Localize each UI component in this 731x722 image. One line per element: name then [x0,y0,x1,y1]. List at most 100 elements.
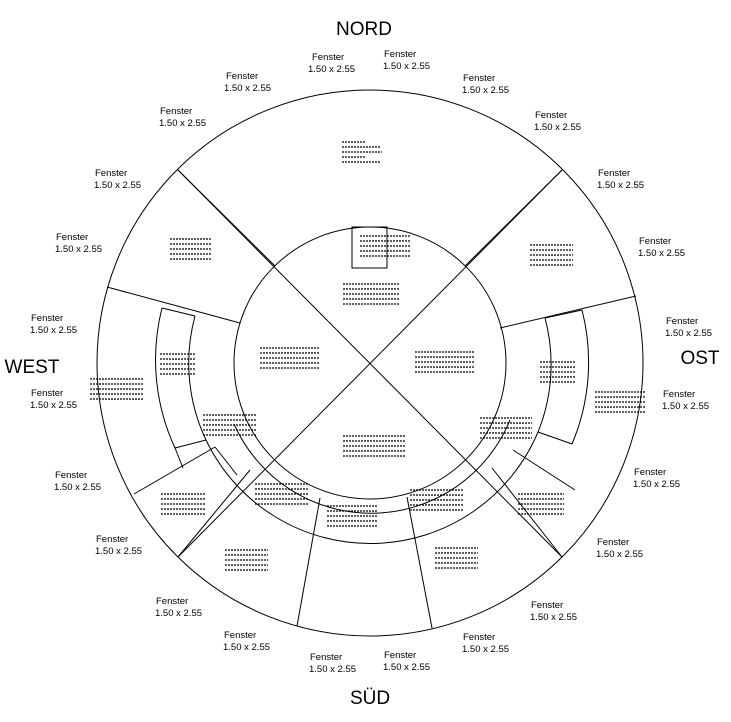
svg-text:1.50 x 2.55: 1.50 x 2.55 [597,180,644,191]
svg-text:1.50 x 2.55: 1.50 x 2.55 [665,328,712,339]
svg-text:1.50 x 2.55: 1.50 x 2.55 [662,401,709,412]
svg-text:Fenster: Fenster [312,52,344,63]
svg-text:Fenster: Fenster [463,632,495,643]
svg-text:Fenster: Fenster [31,313,63,324]
svg-text:1.50 x 2.55: 1.50 x 2.55 [94,180,141,191]
svg-text:1.50 x 2.55: 1.50 x 2.55 [159,118,206,129]
room-label-southwest-inner [203,414,257,436]
room-label-north-core [360,235,410,257]
room-label-north [342,141,382,163]
compass-west: WEST [5,357,60,378]
south-west-rooms [133,446,321,627]
svg-text:Fenster: Fenster [31,388,63,399]
room-label-hatches [90,141,646,571]
south-east-rooms [406,449,576,629]
svg-text:Fenster: Fenster [463,73,495,84]
room-label-south-west-a [255,483,308,505]
room-label-core-west [260,347,320,369]
north-core-room [351,226,388,269]
svg-text:Fenster: Fenster [160,106,192,117]
svg-text:1.50 x 2.55: 1.50 x 2.55 [383,61,430,72]
svg-text:1.50 x 2.55: 1.50 x 2.55 [596,549,643,560]
svg-text:1.50 x 2.55: 1.50 x 2.55 [55,244,102,255]
compass-north: NORD [336,19,392,40]
svg-text:Fenster: Fenster [535,110,567,121]
svg-text:Fenster: Fenster [55,470,87,481]
room-label-south-west-b [225,549,268,571]
room-label-core-north [343,283,400,305]
svg-text:1.50 x 2.55: 1.50 x 2.55 [309,664,356,675]
east-corridor [537,309,590,445]
svg-text:Fenster: Fenster [634,467,666,478]
svg-text:1.50 x 2.55: 1.50 x 2.55 [54,482,101,493]
svg-text:Fenster: Fenster [310,652,342,663]
svg-text:1.50 x 2.55: 1.50 x 2.55 [30,325,77,336]
room-label-southwest-outer [161,493,206,515]
room-label-south-east-b [435,547,478,569]
svg-text:1.50 x 2.55: 1.50 x 2.55 [95,546,142,557]
svg-text:1.50 x 2.55: 1.50 x 2.55 [30,400,77,411]
compass-south: SÜD [350,688,390,709]
svg-text:Fenster: Fenster [156,596,188,607]
room-label-core-south [343,435,406,457]
svg-text:Fenster: Fenster [226,71,258,82]
room-label-west-corridor [160,353,196,375]
svg-text:1.50 x 2.55: 1.50 x 2.55 [308,64,355,75]
room-label-southeast-outer [518,493,564,515]
room-label-east-outer [595,391,646,413]
svg-text:1.50 x 2.55: 1.50 x 2.55 [462,85,509,96]
room-label-east-corridor [540,361,575,383]
svg-text:Fenster: Fenster [663,389,695,400]
room-label-northwest [170,238,212,260]
svg-text:Fenster: Fenster [96,534,128,545]
room-label-southeast-inner [480,417,532,439]
svg-text:Fenster: Fenster [597,537,629,548]
svg-text:Fenster: Fenster [384,650,416,661]
room-label-south-center [327,505,378,527]
svg-text:1.50 x 2.55: 1.50 x 2.55 [462,644,509,655]
svg-text:Fenster: Fenster [639,236,671,247]
north-room-walls [106,169,637,329]
svg-text:Fenster: Fenster [56,232,88,243]
diagonal-dividers [177,169,563,558]
svg-text:Fenster: Fenster [95,168,127,179]
svg-text:Fenster: Fenster [384,49,416,60]
svg-text:1.50 x 2.55: 1.50 x 2.55 [530,612,577,623]
room-label-south-east-a [410,489,464,511]
svg-text:1.50 x 2.55: 1.50 x 2.55 [633,479,680,490]
svg-text:1.50 x 2.55: 1.50 x 2.55 [223,642,270,653]
svg-text:1.50 x 2.55: 1.50 x 2.55 [224,83,271,94]
svg-text:1.50 x 2.55: 1.50 x 2.55 [638,248,685,259]
compass-east: OST [680,348,719,369]
svg-text:Fenster: Fenster [531,600,563,611]
room-label-core-east [415,351,475,373]
south-corridor [205,419,539,544]
west-corridor [155,307,207,469]
svg-text:1.50 x 2.55: 1.50 x 2.55 [155,608,202,619]
svg-text:1.50 x 2.55: 1.50 x 2.55 [383,662,430,673]
